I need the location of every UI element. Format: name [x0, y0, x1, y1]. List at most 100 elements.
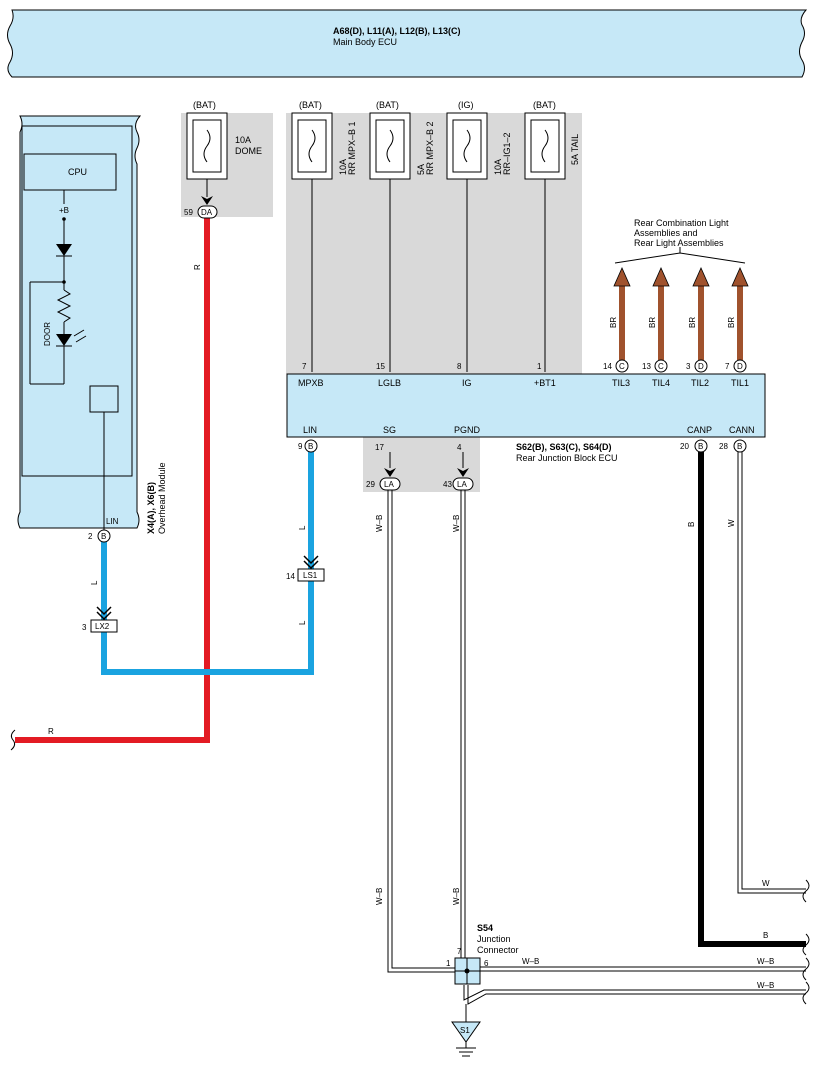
svg-text:DOME: DOME	[235, 146, 262, 156]
svg-text:(BAT): (BAT)	[533, 100, 556, 110]
fuse-5: (BAT) 5A TAIL	[524, 100, 580, 372]
svg-text:1: 1	[446, 959, 451, 968]
svg-text:1: 1	[537, 362, 542, 371]
svg-text:8: 8	[457, 362, 462, 371]
svg-text:RR–IG1–2: RR–IG1–2	[502, 132, 512, 175]
svg-text:3: 3	[686, 362, 691, 371]
svg-text:W–B: W–B	[375, 888, 384, 905]
svg-text:4: 4	[457, 443, 462, 452]
wire-color-l-3: L	[298, 620, 307, 625]
svg-text:29: 29	[366, 480, 375, 489]
svg-text:S1: S1	[460, 1026, 470, 1035]
main-body-ecu: A68(D), L11(A), L12(B), L13(C) Main Body…	[7, 9, 808, 78]
svg-text:W–B: W–B	[757, 957, 774, 966]
wire-color-r-1: R	[193, 264, 202, 270]
svg-text:BR: BR	[609, 317, 618, 328]
wire-color-l-2: L	[298, 525, 307, 530]
led-icon	[56, 334, 72, 346]
svg-text:IG: IG	[462, 378, 472, 388]
svg-text:LA: LA	[457, 480, 467, 489]
junction-connector-s54: S54 Junction Connector 7 1 6	[446, 923, 519, 985]
rjb-top-pins: 7 MPXB 15 LGLB 8 IG 1 +BT1 14 C TIL3 13 …	[298, 359, 749, 388]
svg-text:W: W	[727, 519, 736, 527]
svg-text:RR MPX–B 1: RR MPX–B 1	[347, 121, 357, 175]
lin-transceiver	[89, 385, 119, 413]
svg-text:W–B: W–B	[522, 957, 539, 966]
svg-text:RR MPX–B 2: RR MPX–B 2	[425, 121, 435, 175]
connector-la: 29 LA 43 LA	[366, 452, 474, 491]
svg-text:7: 7	[302, 362, 307, 371]
svg-text:28: 28	[719, 442, 728, 451]
resistor-icon	[56, 289, 72, 323]
svg-text:LS1: LS1	[303, 571, 318, 580]
svg-text:LA: LA	[384, 480, 394, 489]
overhead-module: CPU +B DOOR LIN X4(A), X6(B) Overhead Mo…	[17, 115, 167, 534]
rjb-connectors: S62(B), S63(C), S64(D)	[516, 442, 612, 452]
connector-lx2: 3 LX2	[82, 606, 118, 633]
fuse-3: (BAT) 5A RR MPX–B 2	[369, 100, 435, 372]
rear-light-assemblies: Rear Combination Light Assemblies and Re…	[614, 218, 746, 264]
svg-text:(BAT): (BAT)	[193, 100, 216, 110]
wire-w: W W	[727, 452, 806, 894]
svg-text:20: 20	[680, 442, 689, 451]
svg-text:TIL1: TIL1	[731, 378, 749, 388]
svg-text:Junction: Junction	[477, 934, 511, 944]
plus-b-label: +B	[59, 206, 69, 215]
svg-text:13: 13	[642, 362, 651, 371]
svg-text:TIL3: TIL3	[612, 378, 630, 388]
overhead-lin-label: LIN	[106, 517, 119, 526]
svg-text:10A: 10A	[235, 135, 251, 145]
svg-text:+BT1: +BT1	[534, 378, 556, 388]
svg-text:W–B: W–B	[452, 515, 461, 532]
svg-text:S54: S54	[477, 923, 493, 933]
wire-color-l-1: L	[90, 580, 99, 585]
svg-text:MPXB: MPXB	[298, 378, 324, 388]
wire-black	[698, 452, 806, 947]
svg-text:(IG): (IG)	[458, 100, 474, 110]
svg-text:BR: BR	[688, 317, 697, 328]
svg-text:LIN: LIN	[303, 425, 317, 435]
svg-text:15: 15	[376, 362, 385, 371]
svg-text:TIL2: TIL2	[691, 378, 709, 388]
svg-text:B: B	[763, 931, 768, 940]
svg-text:SG: SG	[383, 425, 396, 435]
cpu-block	[23, 153, 117, 191]
brown-wires: BR BR BR BR	[609, 267, 749, 360]
svg-text:14: 14	[603, 362, 612, 371]
svg-text:3: 3	[82, 623, 87, 632]
svg-text:10A: 10A	[493, 159, 503, 175]
cpu-label: CPU	[68, 167, 87, 177]
svg-text:W–B: W–B	[757, 981, 774, 990]
svg-text:43: 43	[443, 480, 452, 489]
svg-text:B: B	[308, 442, 313, 451]
wire-w-b: W–B W–B W–B W–B W–B W–B W–B	[375, 490, 806, 1005]
svg-text:59: 59	[184, 208, 193, 217]
rjb-name: Rear Junction Block ECU	[516, 453, 618, 463]
ground-s1: S1	[451, 1004, 481, 1057]
rear-junction-block-ecu: S62(B), S63(C), S64(D) Rear Junction Blo…	[286, 373, 766, 463]
svg-text:B: B	[698, 442, 703, 451]
svg-text:9: 9	[298, 442, 303, 451]
svg-text:C: C	[658, 362, 664, 371]
svg-text:LX2: LX2	[95, 622, 110, 631]
svg-text:7: 7	[457, 947, 462, 956]
svg-text:D: D	[737, 362, 743, 371]
fuse-4: (IG) 10A RR–IG1–2	[446, 100, 512, 372]
overhead-module-connectors: X4(A), X6(B)	[146, 482, 156, 534]
svg-text:D: D	[698, 362, 704, 371]
svg-text:2: 2	[88, 532, 93, 541]
svg-text:B: B	[737, 442, 742, 451]
door-label: DOOR	[43, 322, 52, 346]
svg-text:CANP: CANP	[687, 425, 712, 435]
fuse-2: (BAT) 10A RR MPX–B 1	[291, 100, 357, 372]
svg-text:CANN: CANN	[729, 425, 755, 435]
svg-text:W–B: W–B	[375, 515, 384, 532]
svg-text:Connector: Connector	[477, 945, 519, 955]
svg-text:BR: BR	[727, 317, 736, 328]
main-body-ecu-name: Main Body ECU	[333, 37, 397, 47]
svg-text:B: B	[101, 532, 106, 541]
svg-text:(BAT): (BAT)	[299, 100, 322, 110]
wire-color-r-2: R	[48, 727, 54, 736]
svg-text:LGLB: LGLB	[378, 378, 401, 388]
